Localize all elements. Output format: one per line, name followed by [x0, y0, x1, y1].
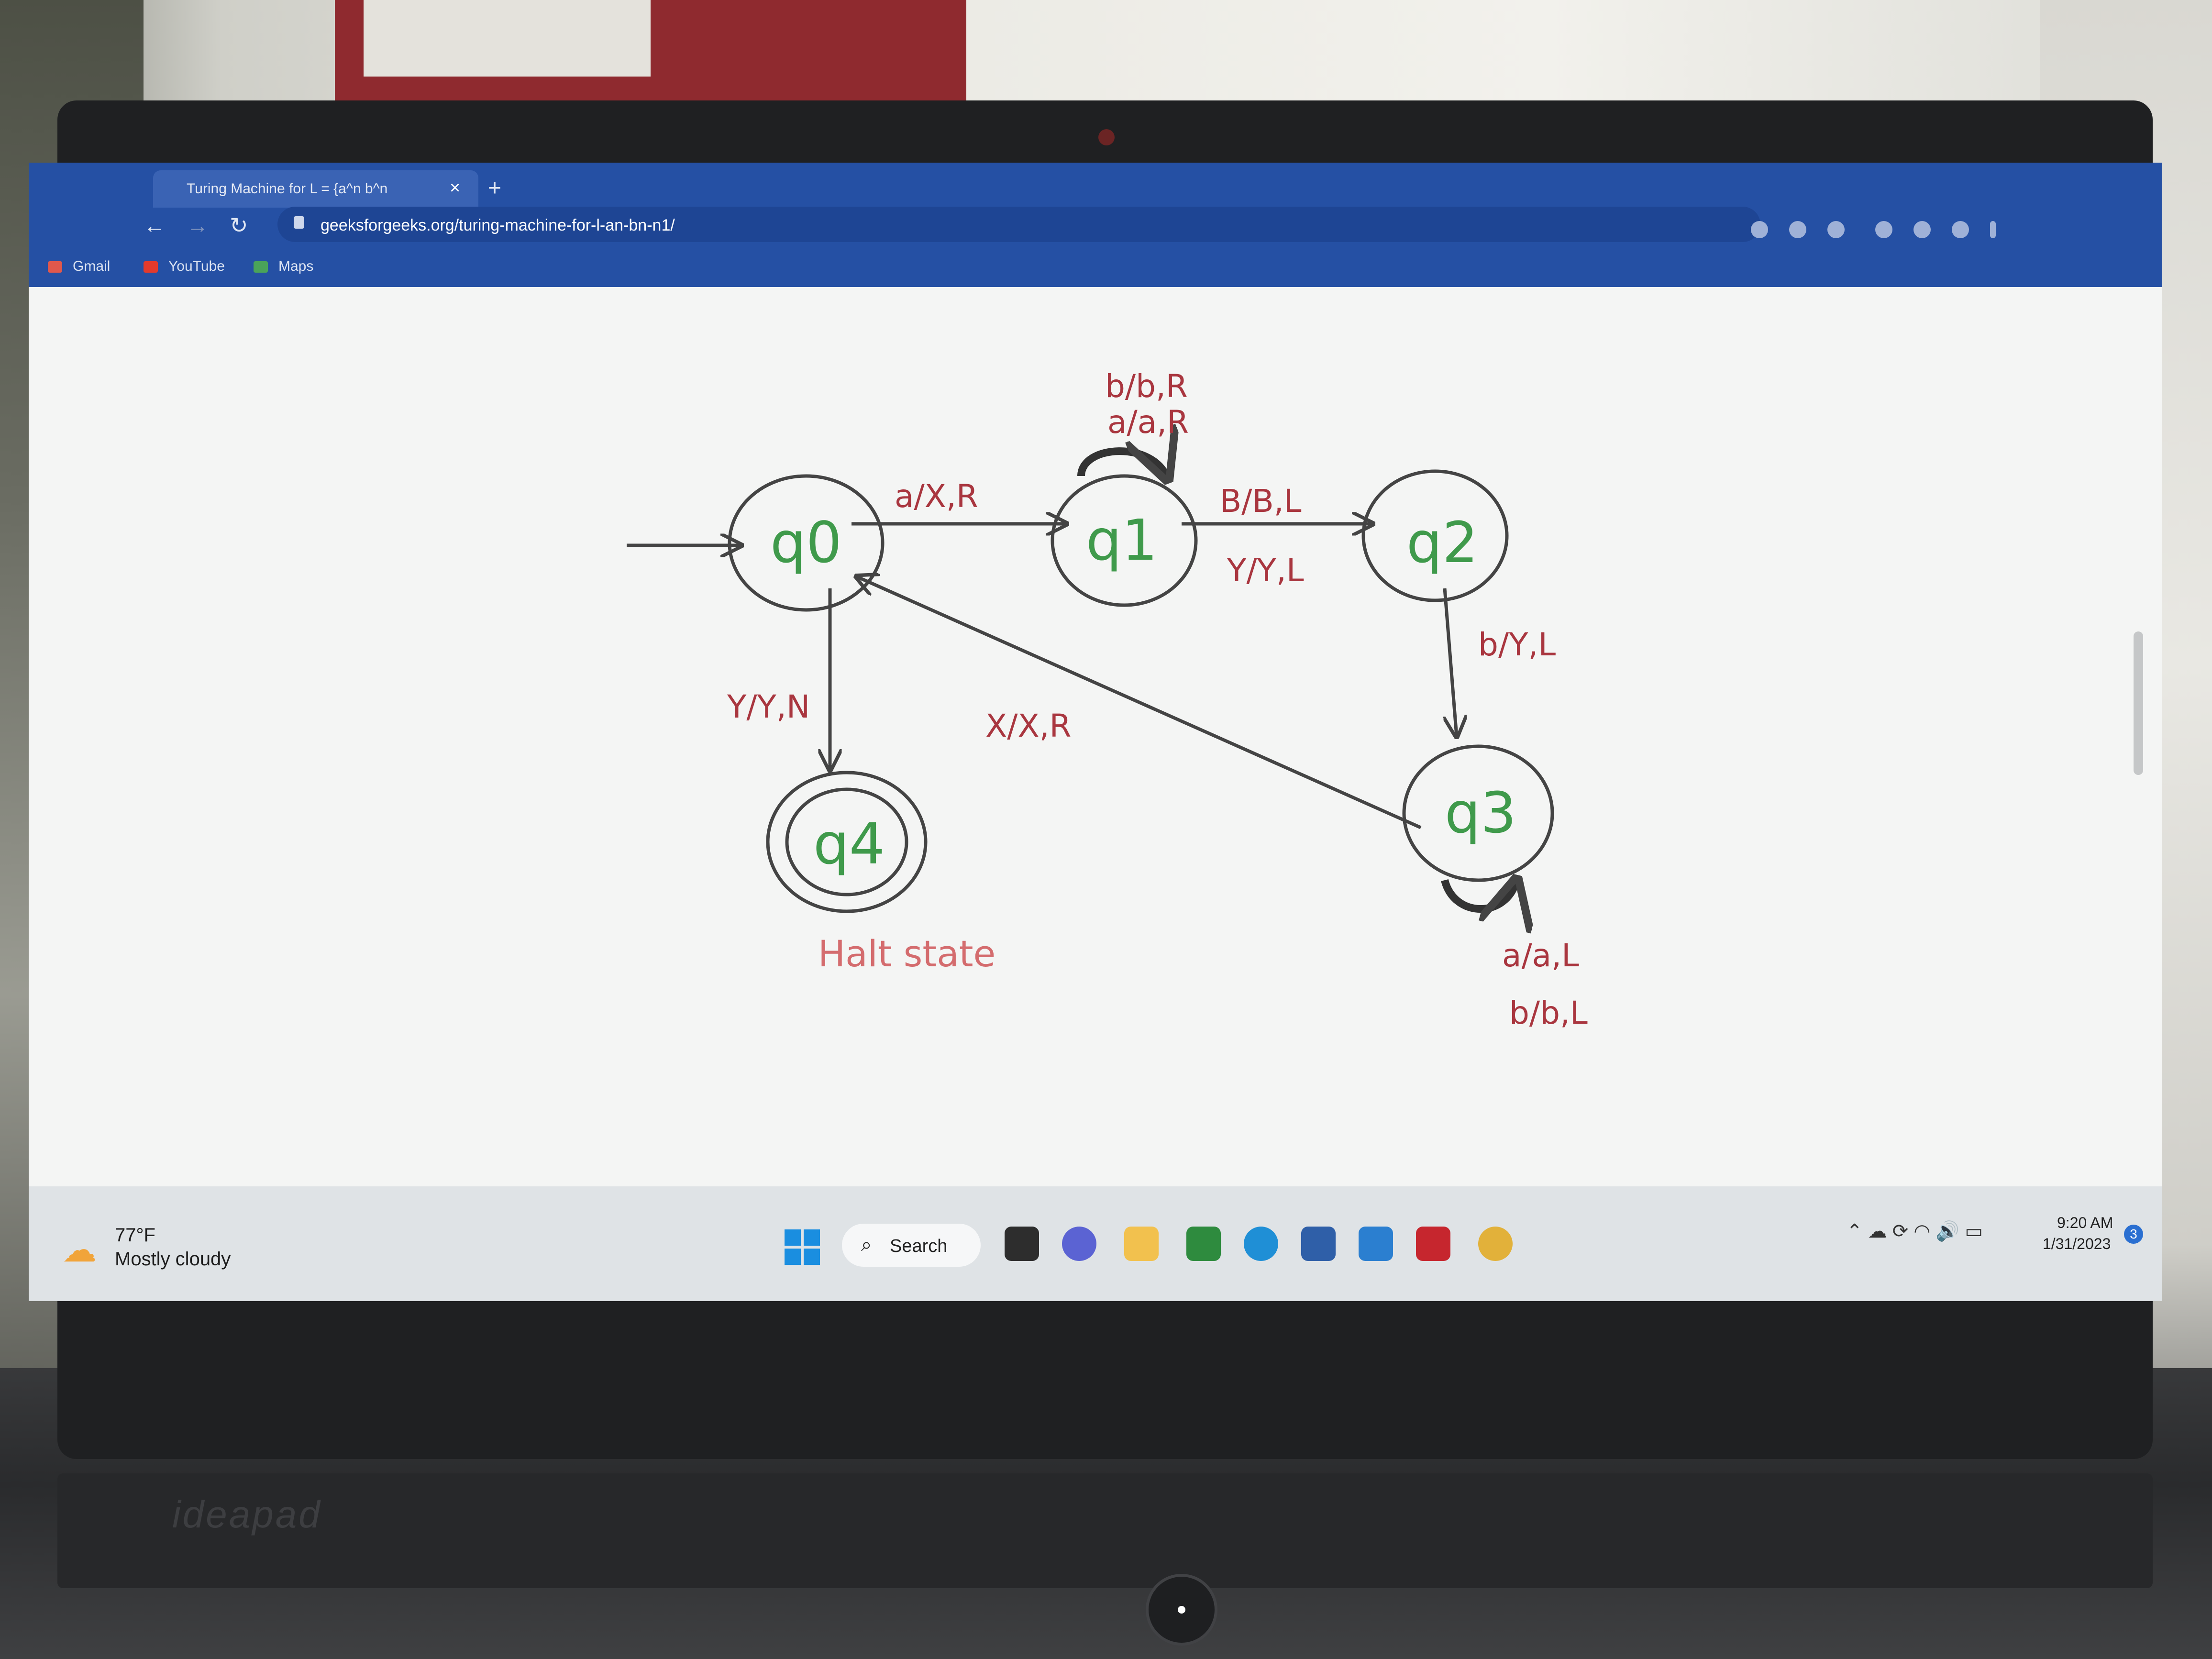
gmail-icon: [48, 261, 62, 273]
state-q0-label: q0: [770, 509, 842, 575]
state-q4-label: q4: [813, 811, 885, 877]
loop-q1: [1077, 451, 1167, 478]
clock-time[interactable]: 9:20 AM: [2057, 1214, 2113, 1231]
label-q3-loop-bottom: b/b,L: [1509, 995, 1588, 1031]
system-tray-icons[interactable]: ⌃ ☁ ⟳ ◠ 🔊 ▭: [1847, 1221, 1983, 1242]
google-lens-icon[interactable]: [1751, 221, 1768, 238]
turing-machine-diagram: q0 q1 q2 q3 q4 b/b,R a/a,R a/X,R B/B,L Y…: [627, 368, 1588, 1031]
state-q4-outer-circle: [766, 771, 928, 913]
youtube-icon: [144, 261, 158, 273]
weather-temperature[interactable]: 77°F: [115, 1225, 155, 1246]
address-bar[interactable]: geeksforgeeks.org/turing-machine-for-l-a…: [277, 207, 1760, 242]
power-button: [1146, 1574, 1217, 1646]
back-icon[interactable]: ←: [144, 213, 166, 238]
state-q1-label: q1: [1086, 507, 1158, 573]
laptop-brand-logo: ideapad: [172, 1493, 322, 1536]
chrome-icon[interactable]: [1478, 1227, 1513, 1261]
extensions-icon[interactable]: [1875, 221, 1892, 238]
mcafee-icon[interactable]: [1416, 1227, 1450, 1261]
bookmarks-bar: Gmail YouTube Maps: [29, 249, 2162, 287]
page-content: q0 q1 q2 q3 q4 b/b,R a/a,R a/X,R B/B,L Y…: [29, 287, 2162, 1186]
page-scrollbar[interactable]: [2134, 631, 2143, 775]
browser-chrome: Turing Machine for L = {a^n b^n × + ← → …: [29, 163, 2162, 287]
maps-icon: [254, 261, 268, 273]
side-panel-icon[interactable]: [1913, 221, 1931, 238]
label-q1-q2-top: B/B,L: [1220, 483, 1302, 520]
state-q1-circle: [1051, 474, 1198, 607]
windows-start-icon[interactable]: [785, 1229, 820, 1265]
webcam: [1098, 129, 1115, 145]
search-icon: ⌕: [861, 1234, 872, 1255]
power-indicator: [1178, 1606, 1185, 1614]
label-q3-q0: X/X,R: [985, 708, 1072, 744]
xbox-icon[interactable]: [1186, 1227, 1221, 1261]
clock-date[interactable]: 1/31/2023: [2043, 1235, 2111, 1252]
cloudy-weather-icon[interactable]: ☁: [62, 1231, 97, 1269]
state-q2-circle: [1361, 469, 1509, 602]
weather-description[interactable]: Mostly cloudy: [115, 1249, 231, 1270]
browser-tab[interactable]: Turing Machine for L = {a^n b^n ×: [153, 170, 478, 208]
laptop-hinge: [57, 1473, 2153, 1588]
state-q0-circle: [728, 474, 885, 612]
label-q3-loop-top: a/a,L: [1502, 937, 1579, 974]
tab-title: Turing Machine for L = {a^n b^n: [187, 181, 388, 197]
label-q1-q2-bottom: Y/Y,L: [1227, 552, 1304, 589]
loop-q3: [1441, 880, 1516, 909]
share-icon[interactable]: [1789, 221, 1806, 238]
edge-browser-icon[interactable]: [1244, 1227, 1278, 1261]
profile-avatar[interactable]: [1952, 221, 1969, 238]
label-q1-loop-top: b/b,R: [1105, 368, 1188, 405]
url-text: geeksforgeeks.org/turing-machine-for-l-a…: [321, 216, 675, 234]
background-box: [364, 0, 651, 77]
edge-q3-q0: [856, 576, 1422, 830]
taskbar-search[interactable]: ⌕ Search: [842, 1224, 981, 1267]
state-q4-inner-circle: [785, 787, 908, 896]
windows-taskbar: ☁ 77°F Mostly cloudy ⌕ Search ⌃ ☁ ⟳ ◠ 🔊 …: [29, 1186, 2162, 1301]
menu-icon[interactable]: [1990, 221, 1996, 238]
label-q1-loop-bottom: a/a,R: [1107, 404, 1189, 441]
lenovo-vantage-icon[interactable]: [1359, 1227, 1393, 1261]
microsoft-store-icon[interactable]: [1301, 1227, 1336, 1261]
state-q3-label: q3: [1445, 780, 1516, 846]
halt-state-label: Halt state: [818, 932, 995, 975]
new-tab-button[interactable]: +: [488, 176, 502, 201]
file-explorer-icon[interactable]: [1124, 1227, 1159, 1261]
bookmark-youtube[interactable]: YouTube: [144, 258, 225, 275]
lock-icon: [294, 216, 304, 229]
edge-q2-q3: [1443, 588, 1457, 737]
label-q0-q1: a/X,R: [895, 478, 978, 515]
forward-icon[interactable]: →: [187, 213, 209, 238]
reload-icon[interactable]: ↻: [230, 213, 248, 238]
label-q2-q3: b/Y,L: [1478, 626, 1556, 663]
search-label: Search: [890, 1236, 948, 1256]
screen: Turing Machine for L = {a^n b^n × + ← → …: [29, 163, 2162, 1301]
task-view-icon[interactable]: [1005, 1227, 1039, 1261]
state-q3-circle: [1402, 744, 1554, 882]
tab-close-icon[interactable]: ×: [450, 178, 461, 198]
teams-chat-icon[interactable]: [1062, 1227, 1096, 1261]
bookmark-gmail[interactable]: Gmail: [48, 258, 110, 275]
bookmark-star-icon[interactable]: [1827, 221, 1845, 238]
bookmark-maps[interactable]: Maps: [254, 258, 313, 275]
notification-badge[interactable]: 3: [2124, 1225, 2143, 1244]
label-q0-q4: Y/Y,N: [727, 688, 810, 725]
state-q2-label: q2: [1406, 509, 1478, 575]
